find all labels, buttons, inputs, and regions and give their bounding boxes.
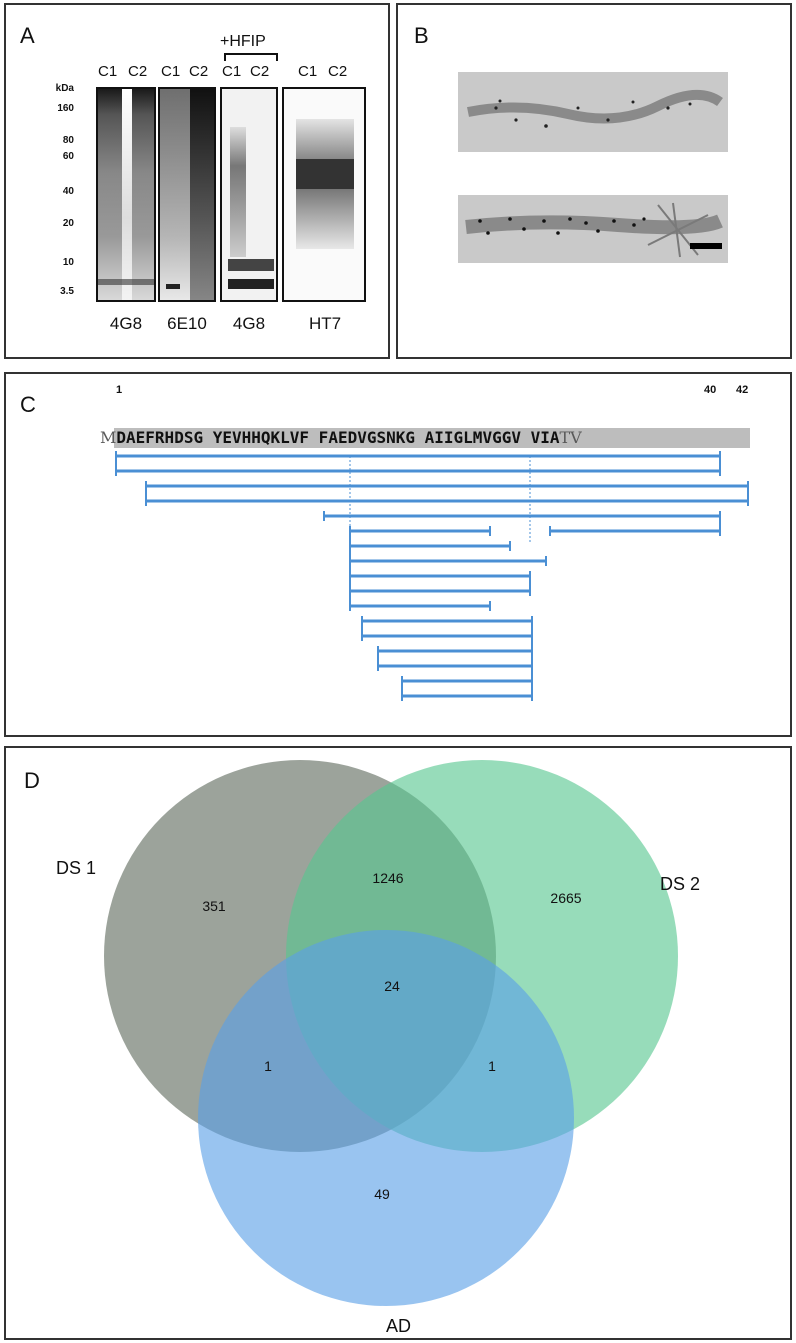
blot2-lane-c2: C2: [189, 63, 209, 80]
kda-unit-label: kDa: [55, 83, 74, 94]
panel-a-letter: A: [20, 23, 35, 48]
panel-d-venn-diagram: D DS 1 DS 2 AD 351 1246 2665 24 1 1 49: [4, 746, 792, 1340]
blot-6e10: [158, 87, 216, 302]
blot4-lane-c2: C2: [328, 63, 348, 80]
marker-3.5: 3.5: [60, 286, 74, 297]
blot2-antibody: 6E10: [167, 314, 207, 333]
blot-4g8-hfip: [220, 87, 278, 302]
blot1-antibody: 4G8: [109, 314, 143, 333]
sequence-suffix: TV: [559, 428, 582, 447]
em-image-bottom: [458, 195, 728, 263]
panel-c-letter: C: [20, 392, 36, 417]
marker-60: 60: [62, 151, 74, 162]
blot4-lane-c1: C1: [298, 63, 318, 80]
residue-42-label: 42: [736, 384, 749, 396]
blot-ht7: [282, 87, 366, 302]
count-ds1-ds2: 1246: [372, 870, 404, 886]
blot4-antibody: HT7: [308, 314, 342, 333]
hfip-label: +HFIP: [220, 33, 266, 50]
count-all-three: 24: [384, 978, 400, 994]
blot-4g8-nonhfip: [96, 87, 156, 302]
marker-10: 10: [62, 257, 74, 268]
em-image-top: [458, 72, 728, 152]
venn-label-ds2: DS 2: [660, 874, 701, 894]
count-ds2-ad: 1: [488, 1058, 496, 1074]
peptide-coverage-lines: [115, 451, 749, 701]
blot3-lane-c2: C2: [250, 63, 270, 80]
peptide-sequence: MDAEFRHDSG YEVHHQKLVF FAEDVGSNKG AIIGLMV…: [100, 428, 582, 448]
marker-20: 20: [62, 218, 74, 229]
venn-circles: [104, 760, 678, 1306]
residue-40-label: 40: [704, 384, 717, 396]
venn-label-ad: AD: [386, 1316, 412, 1336]
count-ds1-only: 351: [202, 898, 226, 914]
blot3-lane-c1: C1: [222, 63, 242, 80]
hfip-bracket: [224, 53, 278, 61]
sequence-shading: [114, 428, 750, 448]
venn-circle-ad: [198, 930, 574, 1306]
panel-b-letter: B: [414, 23, 429, 48]
sequence-prefix: M: [100, 428, 117, 447]
panel-d-letter: D: [24, 768, 40, 793]
marker-40: 40: [62, 186, 74, 197]
marker-160: 160: [57, 103, 74, 114]
scale-bar: [690, 243, 722, 249]
blot1-lane-c1: C1: [98, 63, 118, 80]
blot2-lane-c1: C1: [161, 63, 181, 80]
marker-80: 80: [62, 135, 74, 146]
blot3-antibody: 4G8: [232, 314, 266, 333]
panel-a-western-blots: A kDa 160 80 60 40 20 10 3.5 +HFIP C1 C2…: [4, 3, 390, 359]
venn-label-ds1: DS 1: [56, 858, 97, 878]
residue-1-label: 1: [116, 384, 123, 396]
panel-c-peptide-coverage: C 1 40 42 MDAEFRHDSG YEVHHQKLVF FAEDVGSN…: [4, 372, 792, 737]
count-ad-only: 49: [374, 1186, 390, 1202]
count-ds1-ad: 1: [264, 1058, 272, 1074]
sequence-core: DAEFRHDSG YEVHHQKLVF FAEDVGSNKG AIIGLMVG…: [116, 428, 560, 447]
panel-b-electron-micrographs: B: [396, 3, 792, 359]
count-ds2-only: 2665: [550, 890, 582, 906]
blot1-lane-c2: C2: [128, 63, 148, 80]
